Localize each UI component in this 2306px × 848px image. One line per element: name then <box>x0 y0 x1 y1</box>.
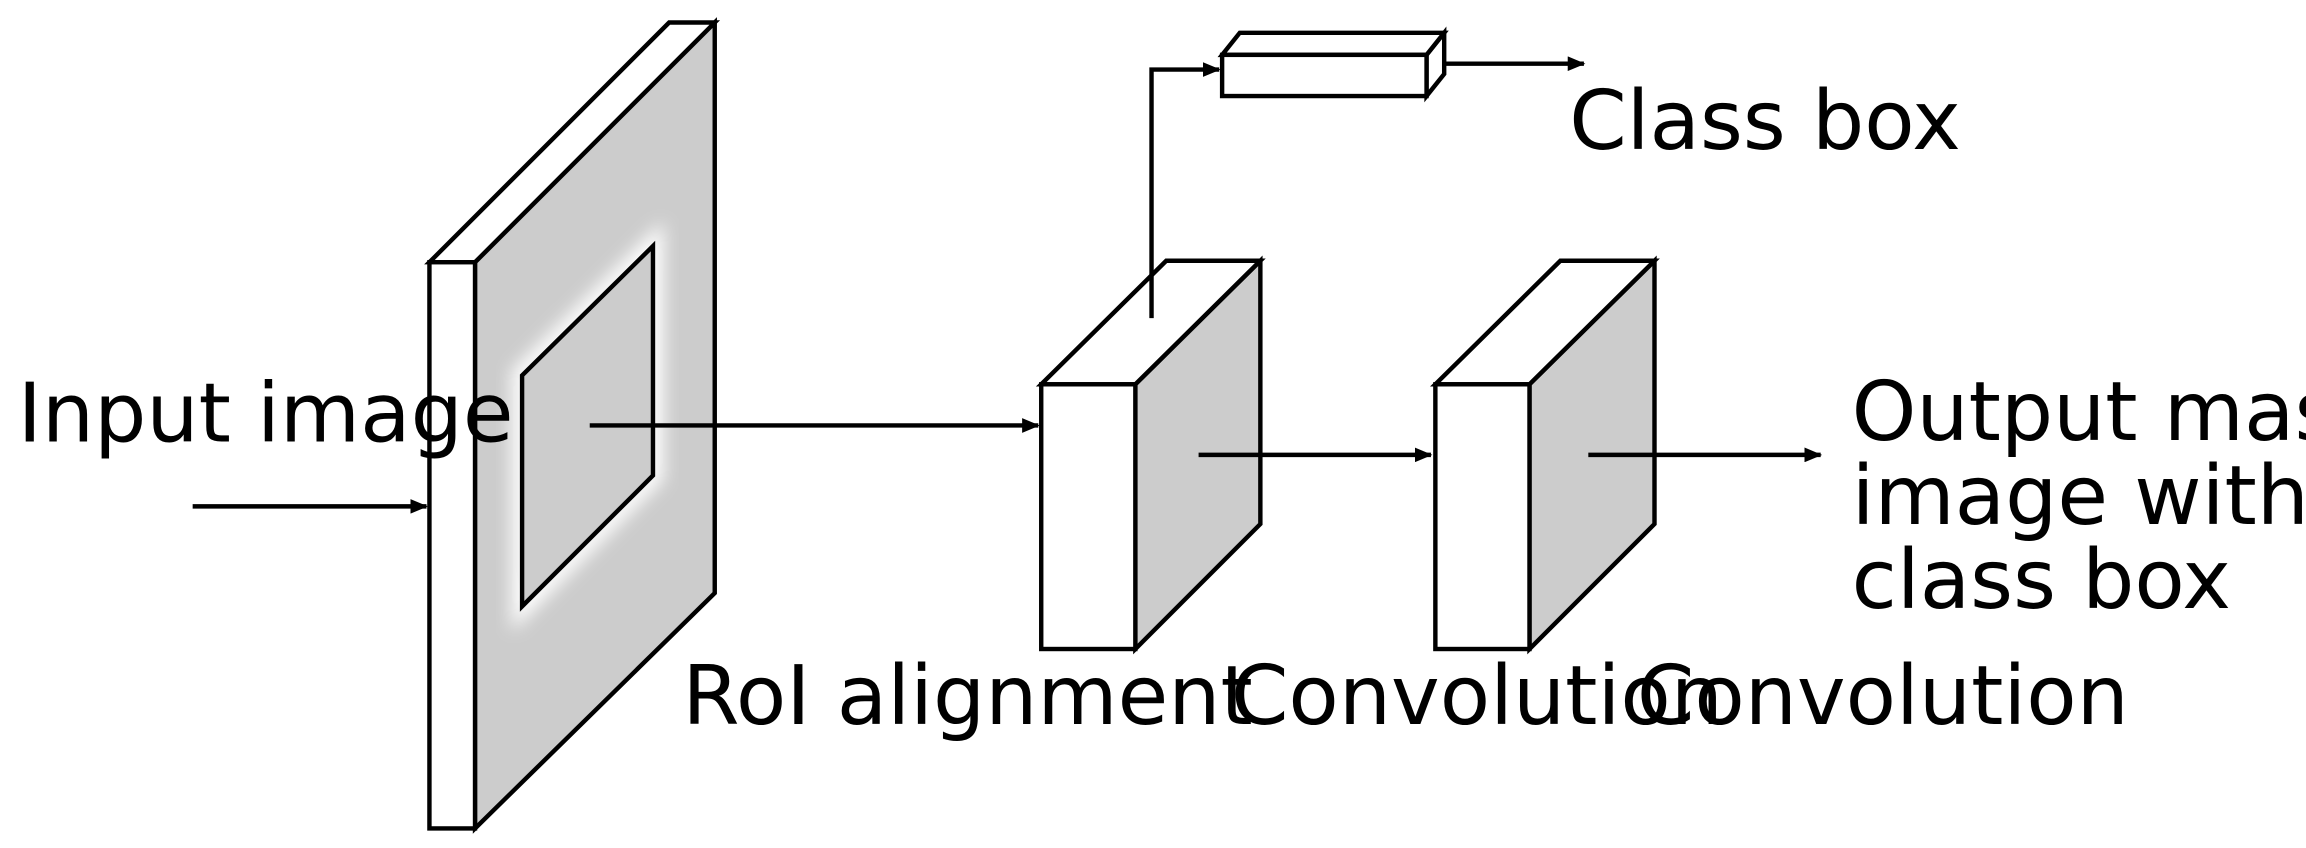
label-class-box: Class box <box>1569 74 1961 169</box>
roi-alignment-block <box>1035 255 1266 655</box>
class-box-block <box>1217 26 1449 103</box>
roi-region <box>519 240 656 612</box>
conv-block-front <box>1433 382 1532 652</box>
input-panel-edge <box>427 260 478 831</box>
label-output-line-2: image with <box>1852 449 2306 544</box>
label-output-line-1: Output masked <box>1852 365 2306 460</box>
label-input-image: Input image <box>18 367 514 462</box>
label-convolution-1: Convolution <box>1231 649 1723 744</box>
label-output-line-3: class box <box>1852 533 2231 628</box>
label-convolution-2: Convolution <box>1637 649 2129 744</box>
roi-block-front <box>1039 382 1138 652</box>
label-roi-alignment: RoI alignment <box>682 649 1252 744</box>
class-block-top <box>1217 30 1449 58</box>
arrow-to-class-box <box>1149 62 1221 319</box>
class-block-front <box>1219 52 1429 99</box>
